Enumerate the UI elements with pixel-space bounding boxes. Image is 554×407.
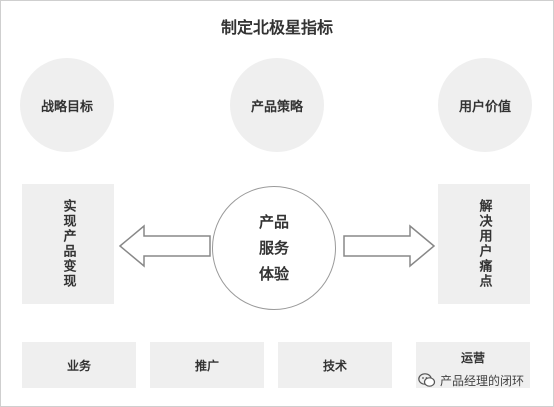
center-circle: 产品 服务 体验: [212, 186, 336, 310]
circle-label: 战略目标: [40, 99, 93, 115]
box-promotion: 推广: [150, 342, 264, 388]
center-label-experience: 体验: [258, 265, 289, 283]
box-label: 推广: [194, 358, 219, 373]
right-arrow-icon: [343, 224, 436, 268]
box-technology: 技术: [278, 342, 392, 388]
center-label-service: 服务: [258, 239, 289, 257]
left-box-label: 实现产品变现: [60, 199, 76, 289]
box-business: 业务: [22, 342, 136, 388]
wechat-icon: [418, 373, 436, 387]
box-operations: 运营: [416, 342, 530, 388]
left-box-monetization: 实现产品变现: [22, 184, 114, 304]
circle-user-value: 用户价值: [438, 58, 532, 152]
circle-label: 用户价值: [458, 99, 511, 115]
left-arrow-icon: [118, 224, 211, 268]
diagram-title: 制定北极星指标: [220, 18, 333, 37]
box-label: 技术: [322, 358, 347, 373]
watermark-text: 产品经理的闭环: [440, 373, 525, 388]
right-box-pain-points: 解决用户痛点: [438, 184, 530, 304]
center-label-product: 产品: [258, 213, 289, 231]
circle-product-strategy: 产品策略: [230, 58, 324, 152]
box-label: 运营: [460, 350, 485, 365]
circle-label: 产品策略: [250, 99, 303, 115]
watermark: 产品经理的闭环: [418, 370, 524, 390]
circle-strategic-goal: 战略目标: [20, 58, 114, 152]
box-label: 业务: [66, 358, 91, 373]
right-box-label: 解决用户痛点: [476, 199, 492, 289]
